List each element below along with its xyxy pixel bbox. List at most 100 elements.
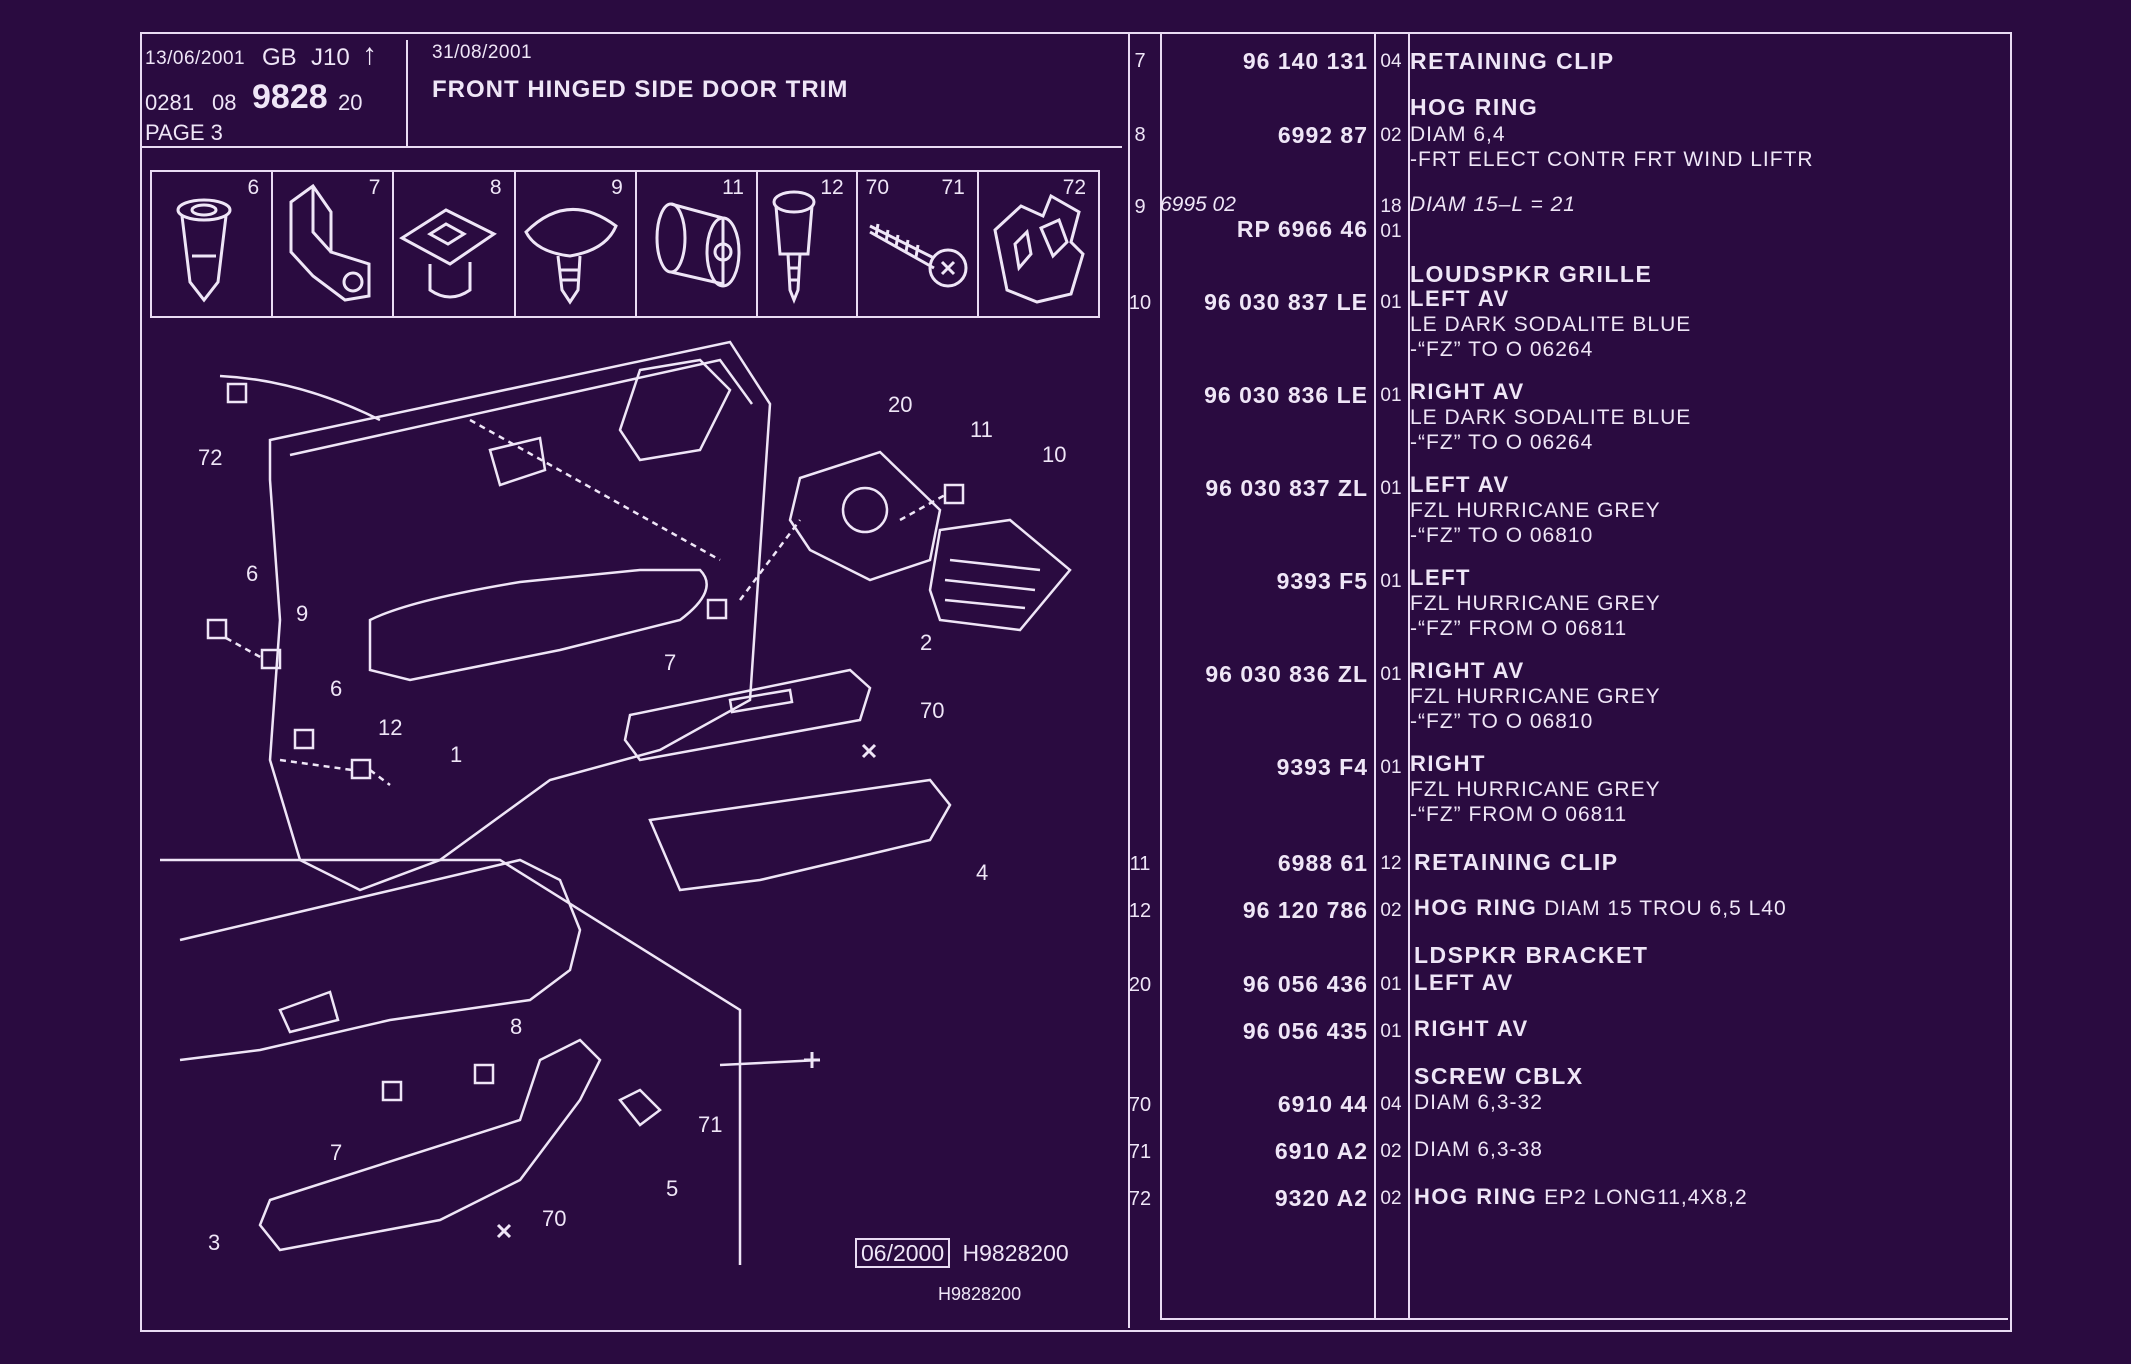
- row-description: DIAM 6,3-32: [1414, 1091, 1543, 1114]
- plate-number: 9828: [252, 78, 328, 116]
- clip-8-marker: [473, 1063, 495, 1085]
- clip-leaders: [225, 636, 391, 786]
- row-part-number: 96 030 836 LE: [1204, 382, 1368, 408]
- inset-door-panel: [179, 858, 582, 1062]
- row-qty: 01: [1380, 757, 1402, 778]
- row-qty: 01: [1380, 664, 1402, 685]
- callout-11: 11: [970, 417, 993, 442]
- spring-clip-icon: [993, 193, 1085, 304]
- header-divider: [406, 40, 408, 146]
- bracket-clip-icon: [289, 183, 371, 302]
- strip-label: 71: [941, 176, 965, 199]
- row-qty: 18: [1380, 196, 1402, 217]
- row-ref: 7: [1134, 50, 1146, 72]
- footer-ref: H9828200: [962, 1240, 1069, 1266]
- clip-7b-marker: [381, 1080, 403, 1102]
- row-desc-line: LE DARK SODALITE BLUE: [1410, 313, 1692, 336]
- wire-72: [219, 374, 381, 422]
- retaining-clip-icon: [176, 198, 232, 303]
- table-bottom-line: [1160, 1318, 2008, 1320]
- strip-label: 70: [865, 176, 890, 199]
- row-qty: 01: [1380, 221, 1402, 242]
- row-desc-line: -“FZ” FROM O 06811: [1410, 617, 1628, 640]
- strip-label: 9: [611, 176, 623, 199]
- row-description: DIAM 6,3-38: [1414, 1138, 1543, 1161]
- row-desc-head: HOG RING: [1414, 1184, 1538, 1209]
- row-ref: 71: [1128, 1141, 1152, 1163]
- row-desc-line: LE DARK SODALITE BLUE: [1410, 406, 1692, 429]
- row-qty: 01: [1380, 292, 1402, 313]
- row-desc-head: RIGHT AV: [1410, 379, 1525, 404]
- row-desc-line: -“FZ” TO O 06810: [1410, 710, 1594, 733]
- row-part-number: 96 140 131: [1242, 48, 1368, 74]
- row-part-number: 6910 44: [1277, 1091, 1368, 1117]
- row-description: RIGHT AV: [1414, 1016, 1529, 1042]
- footer-stamp: 06/2000 H9828200: [855, 1238, 1069, 1268]
- door-panel-shape: [268, 340, 772, 892]
- strip-cell: 72: [979, 172, 1098, 316]
- strip-label: 11: [722, 176, 744, 199]
- screw-71-line: [719, 1058, 821, 1067]
- footer-ref-small: H9828200: [938, 1284, 1022, 1304]
- speaker-bracket-hole: [841, 486, 889, 534]
- row-desc-line: EP2 LONG11,4X8,2: [1544, 1186, 1748, 1209]
- parts-sheet: [140, 32, 2012, 1332]
- row-desc-line: DIAM 6,4: [1410, 123, 1506, 146]
- inset-armrest-3: [258, 1038, 602, 1252]
- handle-recess: [488, 436, 547, 487]
- header-arrow-icon: ↑: [362, 38, 377, 71]
- loudspeaker-grille: [928, 518, 1072, 632]
- row-desc-head: LEFT AV: [1414, 970, 1514, 995]
- clip-12-marker: [350, 758, 372, 780]
- row-alt-part: 6995 02: [1160, 193, 1236, 216]
- armrest-pocket: [368, 568, 708, 682]
- row-qty: 02: [1380, 125, 1402, 146]
- armrest-switch-slot: [728, 688, 794, 714]
- speaker-opening: [618, 358, 732, 462]
- strip-cell: 9: [516, 172, 637, 316]
- clip-7-marker: [706, 598, 728, 620]
- row-heading: LDSPKR BRACKET: [1414, 942, 1649, 968]
- row-desc-head: LEFT AV: [1410, 472, 1510, 497]
- row-desc-head: HOG RING: [1414, 895, 1538, 920]
- callout-10: 10: [1042, 442, 1067, 467]
- row-description: LEFT AV FZL HURRICANE GREY -“FZ” TO O 06…: [1410, 472, 1661, 548]
- strip-label: 8: [489, 176, 502, 199]
- row-heading: RETAINING CLIP: [1410, 48, 1615, 74]
- armrest-trim-4: [648, 778, 952, 892]
- row-qty: 02: [1380, 900, 1402, 921]
- row-qty: 01: [1380, 478, 1402, 499]
- callout-20: 20: [888, 392, 913, 417]
- row-desc-line: -“FZ” TO O 06810: [1410, 524, 1594, 547]
- row-part-number: 9320 A2: [1274, 1185, 1368, 1211]
- speaker-bracket: [788, 450, 942, 582]
- row-desc-line: -“FZ” FROM O 06811: [1410, 803, 1628, 826]
- row-desc-head: LEFT: [1410, 565, 1471, 590]
- row-desc-head: RIGHT AV: [1414, 1016, 1529, 1041]
- row-description: RIGHT AV LE DARK SODALITE BLUE -“FZ” TO …: [1410, 379, 1691, 455]
- callout-7b: 7: [330, 1140, 343, 1165]
- strip-cell: 8: [394, 172, 516, 316]
- header-underline: [140, 146, 1122, 148]
- armrest-trim-2: [623, 668, 872, 762]
- screw-71-cross: [804, 1052, 820, 1068]
- row-description: LEFT AV: [1414, 970, 1514, 996]
- callout-2: 2: [920, 630, 933, 655]
- callout-3: 3: [208, 1230, 221, 1255]
- row-part-number: 6992 87: [1277, 122, 1368, 148]
- row-desc-line: -“FZ” TO O 06264: [1410, 431, 1594, 454]
- header-sub: 08: [212, 90, 237, 115]
- inset-handle-recess: [278, 990, 340, 1034]
- door-panel-edge: [289, 358, 754, 457]
- callout-71: 71: [698, 1112, 723, 1137]
- nut-clip-icon: [655, 202, 741, 288]
- clip-11-marker: [943, 483, 965, 505]
- row-desc-line: FZL HURRICANE GREY: [1410, 592, 1661, 615]
- strip-label: 6: [247, 176, 260, 199]
- clip-5: [618, 1088, 662, 1127]
- column-line-ref: [1128, 34, 1130, 1328]
- row-ref: 9: [1134, 196, 1146, 218]
- row-description: RIGHT AV FZL HURRICANE GREY -“FZ” TO O 0…: [1410, 658, 1661, 734]
- row-qty: 01: [1380, 571, 1402, 592]
- row-qty: 01: [1380, 385, 1402, 406]
